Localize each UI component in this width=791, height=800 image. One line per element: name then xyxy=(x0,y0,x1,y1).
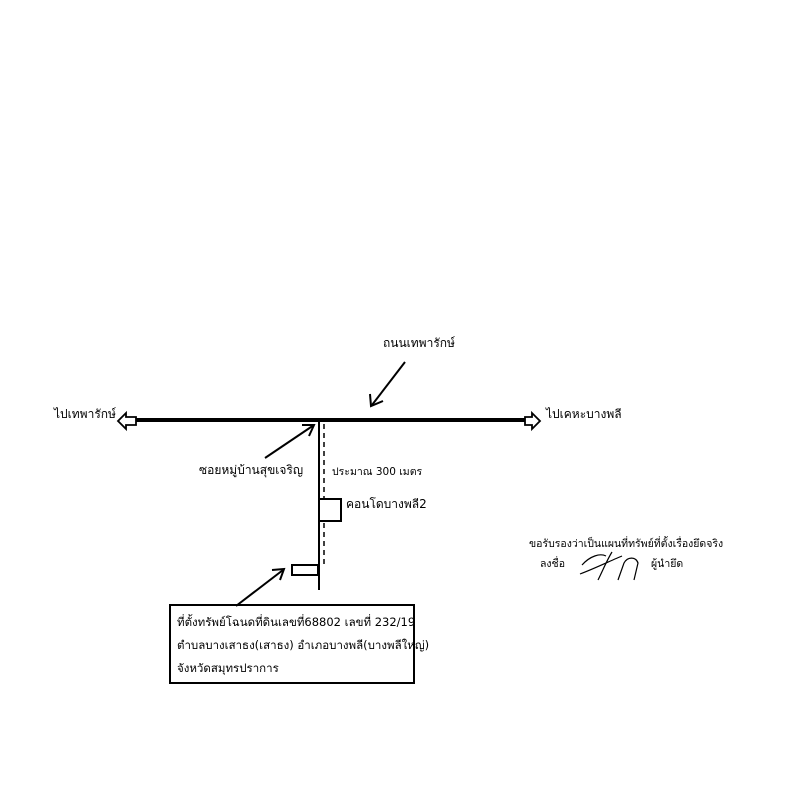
to-east-label: ไปเคหะบางพลี xyxy=(546,407,622,421)
property-info-box: ที่ตั้งทรัพย์โฉนดที่ดินเลขที่68802 เลขที… xyxy=(169,604,430,684)
main-road-pointer-icon xyxy=(369,361,406,408)
info-line-1: ที่ตั้งทรัพย์โฉนดที่ดินเลขที่68802 เลขที… xyxy=(177,615,416,629)
condo-label: คอนโดบางพลี2 xyxy=(346,497,427,511)
signer-role-label: ผู้นำยึด xyxy=(651,558,684,570)
certification-statement: ขอรับรองว่าเป็นแผนที่ทรัพย์ที่ตั้งเรื่อง… xyxy=(529,538,724,550)
info-line-2: ตำบลบางเสาธง(เสาธง) อำเภอบางพลี(บางพลีให… xyxy=(177,638,430,652)
to-west-label: ไปเทพารักษ์ xyxy=(54,407,116,421)
main-road-label: ถนนเทพารักษ์ xyxy=(383,336,455,350)
distance-label: ประมาณ 300 เมตร xyxy=(332,466,423,478)
condo-building-icon xyxy=(318,498,342,522)
east-arrow-icon xyxy=(524,410,542,432)
soi-label: ซอยหมู่บ้านสุขเจริญ xyxy=(199,463,304,477)
west-arrow-icon xyxy=(116,410,137,432)
signature-mark xyxy=(579,551,639,581)
info-line-3: จังหวัดสมุทรปราการ xyxy=(177,661,279,675)
property-marker-icon xyxy=(291,564,319,576)
property-pointer-icon xyxy=(235,567,286,607)
soi-pointer-icon xyxy=(264,424,316,459)
sign-label: ลงชื่อ xyxy=(540,558,565,570)
